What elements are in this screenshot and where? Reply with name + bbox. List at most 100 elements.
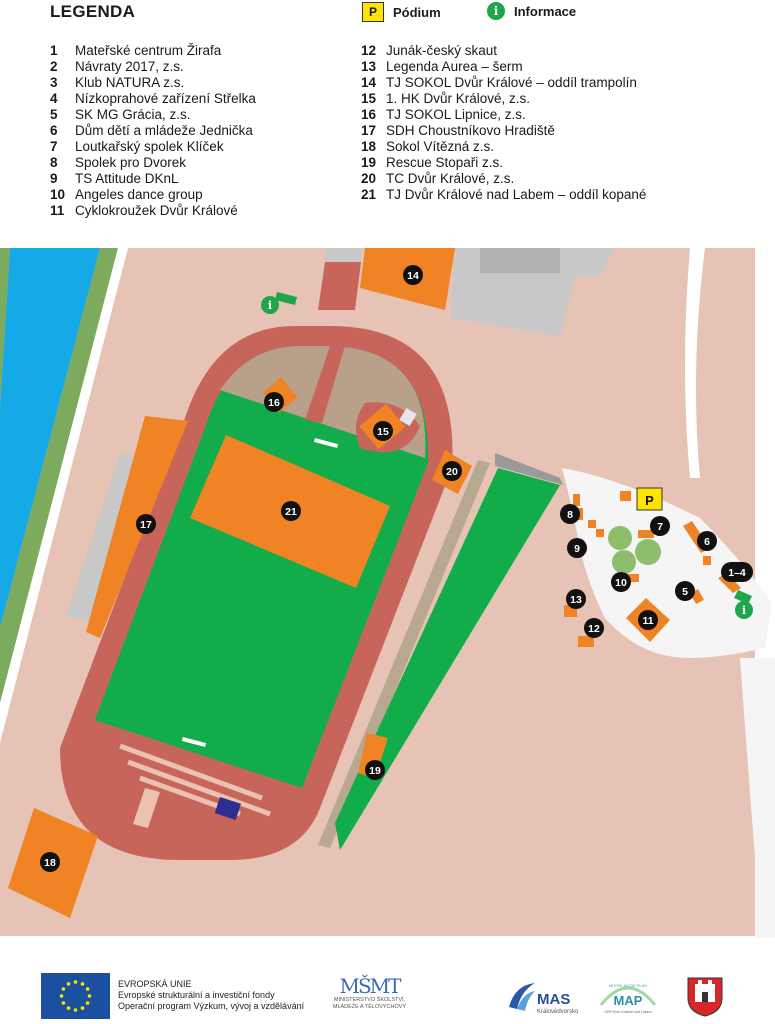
marker-16: 16 — [264, 392, 284, 412]
mas-sub: Královédvorsko — [537, 1009, 579, 1015]
eu-line-2: Evropské strukturální a investiční fondy — [118, 990, 275, 1000]
podium-label: Pódium — [393, 4, 441, 20]
eu-stars — [59, 980, 92, 1012]
pit — [214, 796, 241, 820]
track-annex — [318, 262, 361, 310]
stall-8a — [573, 494, 580, 506]
marker-17: 17 — [136, 514, 156, 534]
field-mark-top — [313, 437, 339, 449]
marker-19: 19 — [365, 760, 385, 780]
svg-text:5: 5 — [682, 586, 688, 598]
marker-20: 20 — [442, 461, 462, 481]
marker-5: 5 — [675, 581, 695, 601]
podium-key: P Pódium — [362, 2, 441, 22]
info-marker-right: i — [735, 601, 753, 619]
marker-8: 8 — [560, 504, 580, 524]
svg-text:13: 13 — [570, 594, 582, 606]
info-marker-top: i — [261, 296, 279, 314]
riverside-path — [0, 248, 128, 743]
mas-text: MAS — [537, 991, 570, 1008]
info-stall-right — [734, 590, 752, 604]
eu-line-1: EVROPSKÁ UNIE — [118, 979, 192, 989]
football-field — [87, 346, 429, 826]
jump-runway — [133, 788, 160, 828]
msmt-sub-2: MLÁDEŽE A TĚLOVÝCHOVY — [332, 1004, 407, 1010]
marker-18: 18 — [40, 852, 60, 872]
msmt-mark: MŠMT — [339, 974, 402, 998]
grass-strip-left — [0, 248, 10, 408]
map-top-text: MÍSTNÍ AKČNÍ PLÁN — [609, 983, 647, 988]
svg-text:10: 10 — [615, 577, 627, 589]
svg-text:15: 15 — [377, 426, 389, 438]
podium-badge-text: P — [645, 493, 654, 508]
stall-12 — [578, 636, 594, 647]
marker-11: 11 — [638, 610, 658, 630]
svg-text:20: 20 — [446, 466, 458, 478]
svg-text:1–4: 1–4 — [728, 567, 746, 579]
stall-19 — [358, 733, 388, 778]
stall-9a — [588, 520, 596, 528]
svg-text:16: 16 — [268, 397, 280, 409]
map-text: MAP — [614, 993, 643, 1008]
svg-text:9: 9 — [574, 543, 580, 555]
mas-logo: MAS Královédvorsko — [505, 977, 587, 1017]
walkway — [318, 460, 490, 848]
stall-7 — [638, 530, 654, 538]
eu-flag-icon — [41, 973, 110, 1019]
info-icon: i — [742, 604, 746, 617]
marker-13: 13 — [566, 589, 586, 609]
marker-10: 10 — [611, 572, 631, 592]
legend-title: LEGENDA — [50, 2, 136, 21]
info-key: i Informace — [487, 2, 576, 20]
svg-text:11: 11 — [642, 615, 653, 627]
svg-text:6: 6 — [704, 536, 710, 548]
svg-text:8: 8 — [567, 509, 573, 521]
map-sub-text: ORP Dvůr Králové nad Labem — [604, 1010, 651, 1014]
info-icon: i — [268, 299, 272, 312]
green-strip — [335, 468, 560, 850]
svg-text:17: 17 — [140, 519, 152, 531]
svg-text:21: 21 — [285, 506, 297, 518]
marker-14: 14 — [403, 265, 423, 285]
building-roof — [480, 248, 560, 273]
diagonal-lane — [305, 346, 345, 423]
venue-map: P i i 14 16 15 20 21 17 19 18 8 9 7 6 10… — [0, 248, 775, 938]
marker-1-4: 1–4 — [721, 562, 753, 582]
podium-icon — [636, 487, 663, 511]
town-crest-icon — [686, 974, 724, 1018]
marker-21: 21 — [281, 501, 301, 521]
svg-text:12: 12 — [588, 623, 600, 635]
building-small — [325, 248, 361, 262]
podium-icon: P — [362, 2, 384, 22]
map-arc-icon: MÍSTNÍ AKČNÍ PLÁN MAP ORP Dvůr Králové n… — [599, 983, 657, 1014]
marker-6: 6 — [697, 531, 717, 551]
eu-line-3: Operační program Výzkum, vývoj a vzděláv… — [118, 1001, 305, 1011]
road — [685, 248, 705, 478]
marker-9: 9 — [567, 538, 587, 558]
field-mark-bottom — [181, 736, 207, 748]
msmt-logo: MŠMT MINISTERSTVO ŠKOLSTVÍ, MLÁDEŽE A TĚ… — [322, 975, 417, 1011]
map-logo: MÍSTNÍ AKČNÍ PLÁN MAP ORP Dvůr Králové n… — [597, 975, 659, 1017]
svg-text:7: 7 — [657, 521, 663, 533]
trees — [608, 526, 661, 574]
plaza — [562, 468, 772, 658]
stall-near-podium — [620, 491, 631, 501]
